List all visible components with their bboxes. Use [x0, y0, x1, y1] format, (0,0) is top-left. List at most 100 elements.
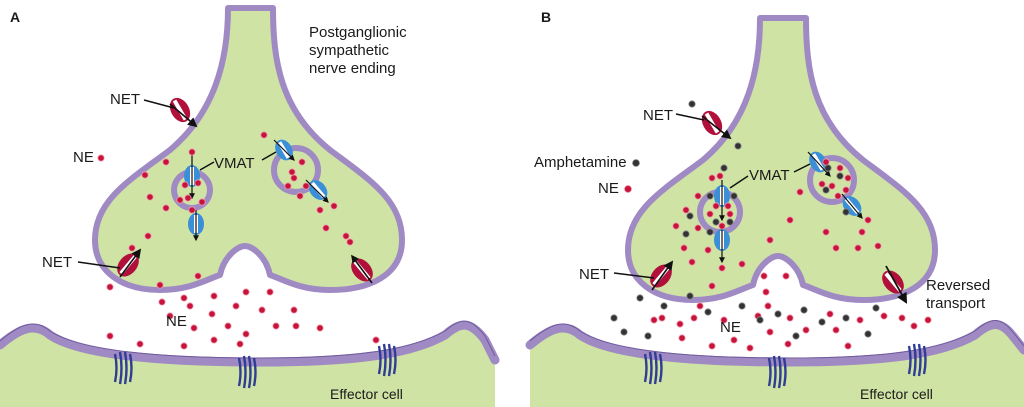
ne-molecule: [162, 204, 170, 212]
ne-molecule: [784, 340, 792, 348]
ne-molecule: [180, 342, 188, 350]
ne-molecule: [266, 288, 274, 296]
ne-molecule: [210, 336, 218, 344]
ne-molecule: [716, 172, 724, 180]
ne-molecule: [210, 292, 218, 300]
ne-molecule: [796, 188, 804, 196]
amphetamine-molecule: [824, 164, 832, 172]
amphetamine-molecule: [756, 316, 764, 324]
amphetamine-molecule: [730, 192, 738, 200]
net-transport-arrow: [701, 115, 732, 140]
ne-molecule: [298, 158, 306, 166]
ne-molecule: [672, 222, 680, 230]
nerve-terminal: [625, 15, 938, 303]
adrenergic-receptor-icon: [113, 351, 133, 385]
ne-molecule: [726, 210, 734, 218]
ne-molecule: [296, 192, 304, 200]
amphetamine-molecule: [644, 332, 652, 340]
ne-outside-label: NE: [73, 149, 94, 166]
vmat-transporter-icon: [308, 180, 328, 200]
ne-molecule: [316, 324, 324, 332]
net-uptake-arrow: [119, 248, 142, 278]
ne-molecule: [128, 244, 136, 252]
net-leader-line: [77, 261, 121, 269]
adrenergic-receptor-icon: [767, 355, 787, 389]
ne-molecule: [198, 198, 206, 206]
ne-molecule: [766, 328, 774, 336]
amphetamine-molecule: [738, 302, 746, 310]
ne-molecule: [290, 306, 298, 314]
amphetamine-molecule: [836, 172, 844, 180]
ne-molecule: [818, 180, 826, 188]
effector-cell-label: Effector cell: [330, 386, 403, 402]
ne-molecule: [146, 193, 154, 201]
nerve-ending-label-line2: sympathetic: [309, 42, 390, 59]
ne-molecule: [694, 192, 702, 200]
amphetamine-molecule: [712, 218, 720, 226]
ne-legend-dot: [624, 185, 632, 193]
ne-molecule: [342, 232, 350, 240]
amphetamine-molecule: [704, 308, 712, 316]
amphetamine-molecule: [660, 302, 668, 310]
net-uptake-arrow: [169, 103, 198, 128]
ne-molecule: [880, 312, 888, 320]
ne-dots-panel-a: [97, 131, 380, 350]
ne-molecule: [694, 224, 702, 232]
nerve-ending-label-line1: Postganglionic: [309, 24, 407, 41]
ne-molecule: [924, 316, 932, 324]
ne-molecule: [302, 182, 310, 190]
ne-molecule: [856, 316, 864, 324]
ne-molecule: [738, 260, 746, 268]
amphetamine-molecule: [686, 212, 694, 220]
net-label-upper: NET: [643, 107, 673, 124]
vmat-arrow: [273, 139, 295, 161]
ne-molecule: [844, 174, 852, 182]
ne-molecule: [842, 186, 850, 194]
ne-molecule: [194, 272, 202, 280]
ne-molecule: [181, 181, 189, 189]
ne-molecule: [156, 281, 164, 289]
ne-molecule: [188, 148, 196, 156]
ne-molecule: [158, 298, 166, 306]
ne-molecule: [188, 206, 196, 214]
adrenergic-receptor-icon: [907, 343, 927, 377]
effector-membrane: [0, 320, 500, 367]
ne-molecule: [782, 272, 790, 280]
ne-molecule: [696, 302, 704, 310]
ne-molecule: [284, 182, 292, 190]
ne-molecule: [786, 314, 794, 322]
ne-molecule: [258, 306, 266, 314]
ne-molecule: [190, 324, 198, 332]
amphetamine-molecule: [706, 228, 714, 236]
ne-molecule: [708, 174, 716, 182]
ne-molecule: [224, 322, 232, 330]
vmat-leader-line: [793, 163, 811, 173]
ne-molecule: [166, 312, 174, 320]
amphetamine-molecule: [842, 314, 850, 322]
ne-molecule: [346, 238, 354, 246]
panel-b: B: [525, 9, 1024, 407]
adrenergic-receptor-icon: [643, 351, 663, 385]
ne-molecule: [724, 202, 732, 210]
vmat-label: VMAT: [214, 155, 255, 172]
net-label-lower: NET: [579, 266, 609, 283]
ne-molecule: [720, 316, 728, 324]
amphetamine-molecule: [636, 294, 644, 302]
ne-molecule: [688, 258, 696, 266]
ne-molecule: [658, 314, 666, 322]
amphetamine-molecule: [610, 314, 618, 322]
ne-molecule: [718, 222, 726, 230]
ne-molecule: [836, 164, 844, 172]
effector-cell-label: Effector cell: [860, 386, 933, 402]
ne-molecule: [650, 316, 658, 324]
ne-molecule: [242, 288, 250, 296]
ne-molecule: [242, 330, 250, 338]
amphetamine-molecule: [734, 142, 742, 150]
vmat-arrow: [841, 193, 863, 219]
amphetamine-molecule: [774, 310, 782, 318]
ne-molecule: [910, 322, 918, 330]
ne-cleft-label: NE: [166, 313, 187, 330]
net-transport-arrow: [651, 260, 674, 291]
ne-molecule: [678, 334, 686, 342]
net-leader-line: [675, 113, 705, 121]
